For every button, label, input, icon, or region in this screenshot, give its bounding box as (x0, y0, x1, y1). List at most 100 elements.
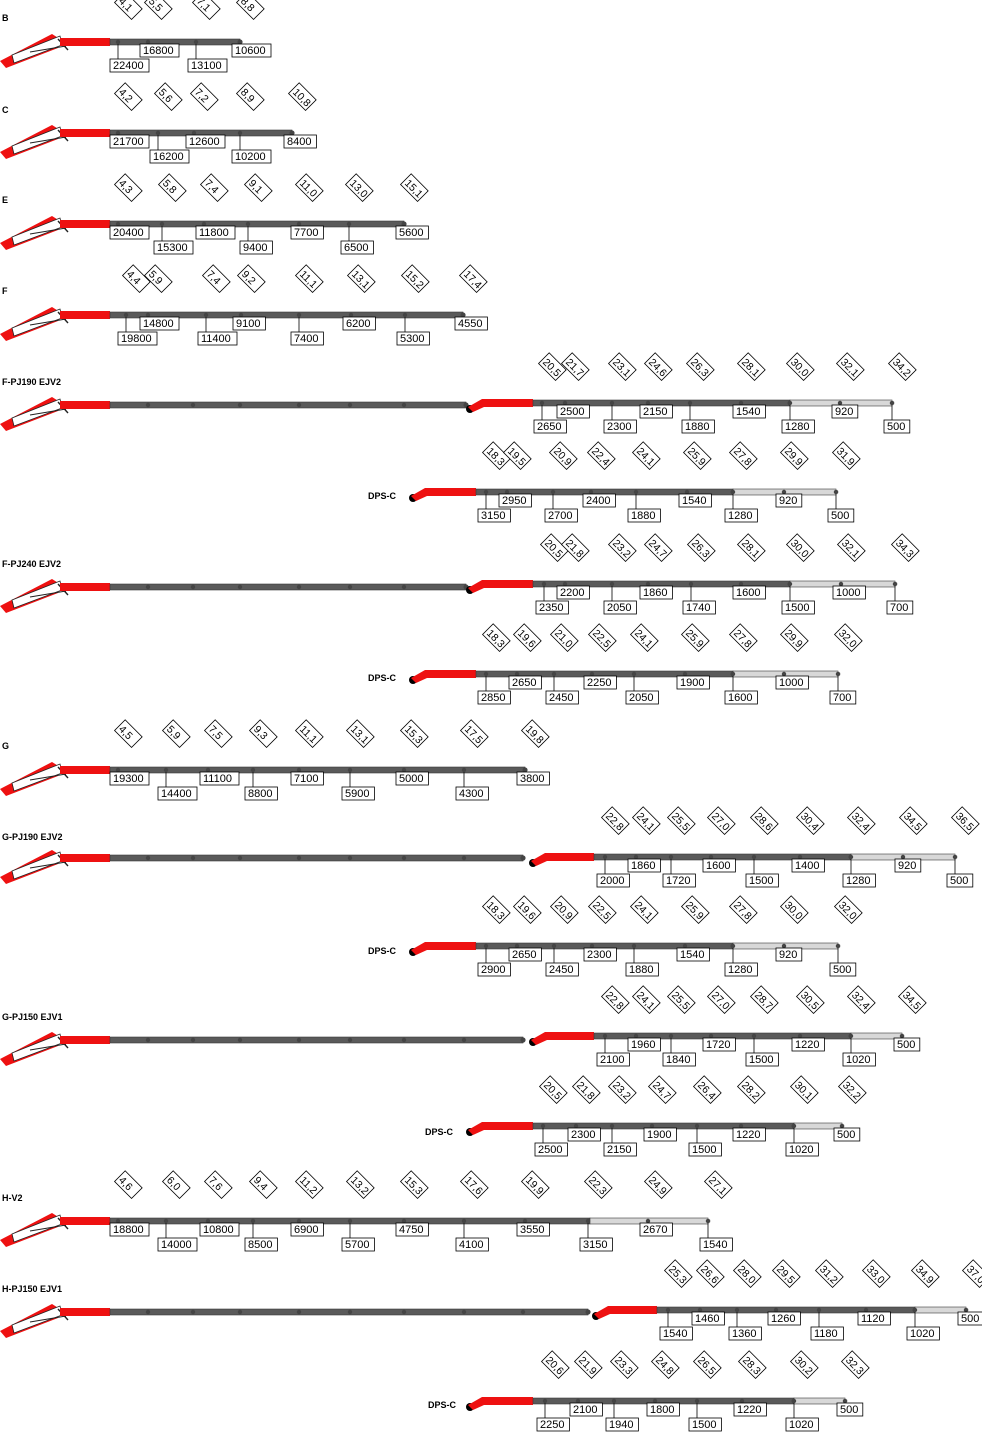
jib-7-radius-box (706, 806, 736, 836)
row-10-joint (461, 1309, 467, 1315)
row-2-joint (296, 221, 302, 227)
jib-8-load-box (791, 1037, 825, 1052)
jib-8-radius-box (631, 985, 661, 1015)
row-6-load-value: 5000 (399, 773, 423, 785)
jib-10-load-value: 500 (961, 1313, 979, 1325)
row-0-radius-box (235, 0, 265, 21)
boom-red-section (60, 38, 110, 46)
jib-8-radius-box (749, 985, 779, 1015)
jib-7-joint (797, 854, 803, 860)
boom-main-8 (109, 1036, 524, 1044)
dps-10-load-box (605, 1417, 639, 1432)
dps-5-load-value: 2050 (629, 692, 653, 704)
jib-7-load-value: 2000 (600, 875, 624, 887)
crane-base-9 (0, 1213, 110, 1247)
row-10-joint (237, 1309, 243, 1315)
crane-base-0 (0, 34, 110, 68)
dps-8-load-value: 2150 (607, 1144, 631, 1156)
jib-7-joint (708, 854, 714, 860)
label-layer: B C E F F-PJ190 EJV2 DPS-C F-PJ240 EJV2 … (2, 13, 457, 1410)
row-2-radius-box (157, 173, 187, 203)
dps-10-load-value: 1020 (789, 1419, 813, 1431)
jib-8-load-box (842, 1052, 876, 1067)
jib-10-load-value: 1360 (732, 1328, 756, 1340)
boom-red-section (60, 1036, 110, 1044)
jib-4-radius-box (785, 352, 815, 382)
dps-4-load-box (827, 508, 855, 523)
row-9-radius-box (520, 1170, 550, 1200)
dps-8-red (468, 1122, 533, 1135)
row-1-radius-box (235, 82, 265, 112)
jib-4-red (468, 399, 533, 412)
row-0-joint (145, 39, 151, 45)
jib-7-load-value: 1860 (631, 860, 655, 872)
dps-7-radius-box (481, 895, 511, 925)
dps-10-joint (542, 1398, 548, 1404)
jib-7-radius-box (749, 806, 779, 836)
jib-10-red (594, 1306, 657, 1319)
row-4-joint (296, 402, 302, 408)
jib-7-radius-box (950, 806, 980, 836)
row-4-joint (401, 402, 407, 408)
jib-8-load-value: 1020 (846, 1054, 870, 1066)
row-6-joint (163, 767, 169, 773)
dps-7-radius-box (833, 895, 863, 925)
jib-5-joint (562, 581, 568, 587)
row-3-load-box (290, 331, 324, 346)
row-2-load-value: 9400 (243, 242, 267, 254)
row-9-load-box (395, 1222, 429, 1237)
jib-5-joint (645, 581, 651, 587)
jib-5-joint (541, 581, 547, 587)
dps-10-joint (739, 1398, 745, 1404)
row-9-load-value: 6900 (294, 1224, 318, 1236)
dps-10-radius-box (789, 1350, 819, 1380)
dps-7-load-value: 1280 (728, 964, 752, 976)
row-6-load-box (109, 771, 150, 786)
jib-8-load-box (893, 1037, 921, 1052)
row-3-load-box (342, 316, 376, 331)
dps-10-load-value: 1220 (737, 1404, 761, 1416)
row-0-joint (115, 39, 121, 45)
dps-7-load-box (724, 962, 758, 977)
row-3-radius-box (458, 264, 488, 294)
row-2-load-box (239, 240, 273, 255)
row-3-load-value: 6200 (346, 318, 370, 330)
row-6-load-value: 8800 (248, 788, 272, 800)
dps-5-joint (682, 671, 688, 677)
dps-4-load-box (678, 493, 712, 508)
dps-5-load-box (724, 690, 758, 705)
row-3-load-box (117, 331, 158, 346)
row-6-radius-box (345, 719, 375, 749)
jib-8-load-value: 1220 (795, 1039, 819, 1051)
jib-4-joint (562, 400, 568, 406)
jib-5-load-value: 700 (890, 602, 908, 614)
dps-5-load-value: 2650 (512, 677, 536, 689)
crane-base-10 (0, 1304, 110, 1338)
row-0-load-value: 16800 (143, 45, 174, 57)
crane-base-2 (0, 216, 110, 250)
jib-4-radius-box (607, 352, 637, 382)
row-7-joint (145, 855, 151, 861)
row-6-radius-box (161, 719, 191, 749)
jib-7-load-box (842, 873, 876, 888)
dps-10-joint (694, 1398, 700, 1404)
dps-4-load-value: 2950 (502, 495, 526, 507)
jib-10-joint (734, 1307, 740, 1313)
row-9-joint (163, 1218, 169, 1224)
jib-4-load-value: 2150 (643, 406, 667, 418)
row-5-joint (401, 584, 407, 590)
dps-7-joint (514, 943, 520, 949)
dps-10-joint (791, 1398, 797, 1404)
row-9-load-box (244, 1237, 278, 1252)
row-9-load-value: 4750 (399, 1224, 423, 1236)
row-3-radius-box (121, 264, 151, 294)
dps-5-joint (730, 671, 736, 677)
row-6-joint (296, 767, 302, 773)
row-7-joint (237, 855, 243, 861)
dps-10-load-value: 1800 (650, 1404, 674, 1416)
row-9-load-box (341, 1237, 375, 1252)
jib-8-joint (899, 1033, 905, 1039)
crane-base-8 (0, 1032, 110, 1066)
row-9-joint (461, 1218, 467, 1224)
jib-4-load-box (556, 404, 590, 419)
